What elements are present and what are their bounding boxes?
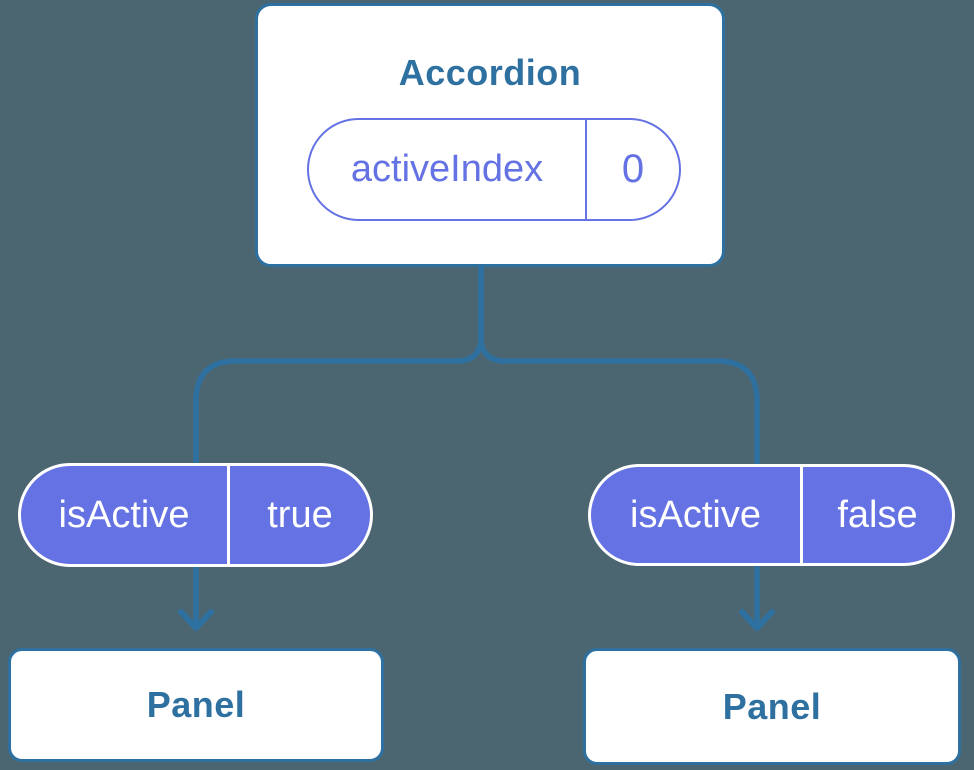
connector-right-branch bbox=[478, 266, 760, 626]
component-title: Panel bbox=[146, 684, 246, 725]
panel-component-box-right: Panel bbox=[583, 648, 961, 765]
prop-pill-left: isActive true bbox=[18, 463, 373, 567]
panel-component-box-left: Panel bbox=[8, 648, 384, 762]
arrow-down-icon bbox=[178, 609, 214, 631]
state-pill: activeIndex 0 bbox=[307, 118, 681, 221]
prop-name: isActive bbox=[21, 466, 230, 564]
arrow-down-icon bbox=[739, 609, 775, 631]
prop-value: true bbox=[267, 493, 333, 536]
state-value: 0 bbox=[621, 147, 645, 191]
prop-value: false bbox=[837, 493, 918, 536]
state-name: activeIndex bbox=[309, 120, 587, 219]
component-title: Accordion bbox=[398, 52, 582, 93]
prop-pill-right: isActive false bbox=[588, 464, 955, 566]
prop-name: isActive bbox=[591, 467, 803, 563]
connector-left-branch bbox=[193, 266, 484, 626]
accordion-component-box: Accordion activeIndex 0 bbox=[255, 3, 725, 267]
component-title: Panel bbox=[722, 685, 822, 727]
